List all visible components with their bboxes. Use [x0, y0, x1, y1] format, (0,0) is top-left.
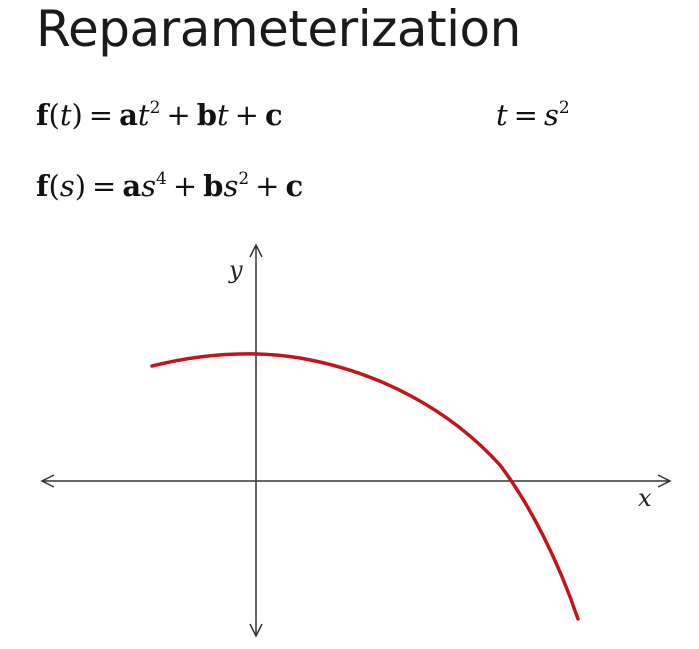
y-axis-arrow-bottom	[249, 623, 263, 638]
eq1-coef-c: c	[264, 98, 283, 132]
x-axis-arrow-left	[40, 474, 55, 488]
eq1-var-b: t	[216, 98, 229, 132]
curve	[150, 352, 580, 621]
eq3-exp-b: 2	[238, 169, 250, 189]
eq1-fn: f	[36, 98, 49, 132]
eq1-exp-a: 2	[149, 98, 161, 118]
x-axis-label: x	[638, 484, 652, 512]
eq2-rhs: s	[543, 98, 559, 132]
y-axis-arrow-top	[249, 243, 263, 258]
eq3-coef-a: a	[122, 169, 142, 203]
equation-f-of-s: f(s)=as4+bs2+c	[36, 169, 304, 203]
eq3-var: s	[59, 169, 75, 203]
equation-substitution: t=s2	[496, 98, 570, 132]
eq3-coef-c: c	[285, 169, 304, 203]
eq2-exp: 2	[558, 98, 570, 118]
eq1-var-a: t	[137, 98, 150, 132]
eq3-var-b: s	[223, 169, 239, 203]
eq1-var: t	[59, 98, 72, 132]
slide-title: Reparameterization	[36, 0, 521, 58]
eq3-fn: f	[36, 169, 49, 203]
eq3-exp-a: 4	[156, 169, 167, 189]
equation-f-of-t: f(t)=at2+bt+c	[36, 98, 283, 132]
eq2-lhs: t	[496, 98, 508, 132]
y-axis-label: y	[228, 256, 243, 284]
x-axis-arrow-right	[657, 474, 672, 488]
eq3-coef-b: b	[203, 169, 224, 203]
eq3-var-a: s	[141, 169, 157, 203]
eq1-coef-b: b	[196, 98, 217, 132]
eq1-coef-a: a	[119, 98, 138, 132]
